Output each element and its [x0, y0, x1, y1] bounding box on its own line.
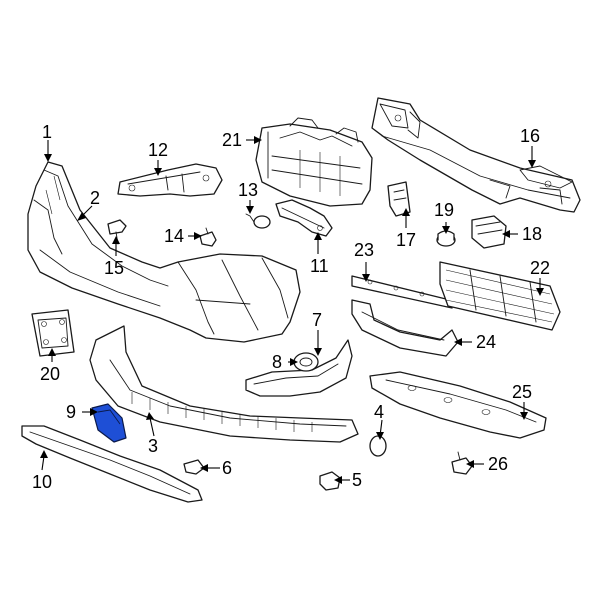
part-1-bumper-cover[interactable] — [27, 161, 301, 343]
callout-26: 26 — [488, 454, 508, 474]
part-23-rail[interactable] — [351, 275, 453, 309]
callout-5: 5 — [352, 470, 362, 490]
part-15-screw[interactable] — [107, 219, 127, 245]
callout-10: 10 — [32, 472, 52, 492]
callout-12: 12 — [148, 140, 168, 160]
part-16-reinforcement-beam[interactable] — [371, 97, 581, 213]
part-25-undercover[interactable] — [369, 371, 547, 439]
callout-1: 1 — [42, 122, 52, 142]
part-18-sensor-module[interactable] — [471, 215, 507, 249]
callout-21: 21 — [222, 130, 242, 150]
callout-7: 7 — [312, 310, 322, 330]
callout-25: 25 — [512, 382, 532, 402]
callout-8: 8 — [272, 352, 282, 372]
part-24-lower-bracket[interactable] — [351, 299, 459, 357]
callout-24: 24 — [476, 332, 496, 352]
callout-15: 15 — [104, 258, 124, 278]
part-26-fastener[interactable] — [451, 451, 473, 475]
callout-20: 20 — [40, 364, 60, 384]
part-12-side-bracket[interactable] — [117, 163, 223, 197]
callout-16: 16 — [520, 126, 540, 146]
callout-14: 14 — [164, 226, 184, 246]
callout-9: 9 — [66, 402, 76, 422]
part-14-clip[interactable] — [199, 227, 217, 247]
part-21-upper-absorber[interactable] — [255, 117, 373, 207]
part-13-push-clip[interactable] — [245, 213, 271, 229]
callout-2: 2 — [90, 188, 100, 208]
part-10-lower-lip[interactable] — [21, 425, 203, 503]
part-22-air-shutter[interactable] — [439, 261, 561, 331]
part-6-clip[interactable] — [183, 459, 205, 475]
callout-19: 19 — [434, 200, 454, 220]
callout-11: 11 — [310, 256, 329, 276]
part-11-side-bracket[interactable] — [275, 199, 333, 237]
leader-lines — [40, 136, 544, 484]
callout-23: 23 — [354, 240, 374, 260]
callout-13: 13 — [238, 180, 258, 200]
part-9-cover-highlighted[interactable] — [91, 403, 127, 443]
callout-17: 17 — [396, 230, 416, 250]
part-20-license-bracket[interactable] — [31, 309, 75, 357]
callout-22: 22 — [530, 258, 550, 278]
part-4-clip[interactable] — [369, 435, 387, 457]
callout-3: 3 — [148, 436, 158, 456]
callout-18: 18 — [522, 224, 542, 244]
callout-6: 6 — [222, 458, 232, 478]
part-5-push-nut[interactable] — [319, 471, 341, 491]
callout-numbers: 1 2 3 4 5 6 7 8 9 10 11 12 13 14 15 16 1… — [32, 122, 550, 492]
part-3-lower-grille[interactable] — [89, 325, 359, 443]
callout-4: 4 — [374, 402, 384, 422]
